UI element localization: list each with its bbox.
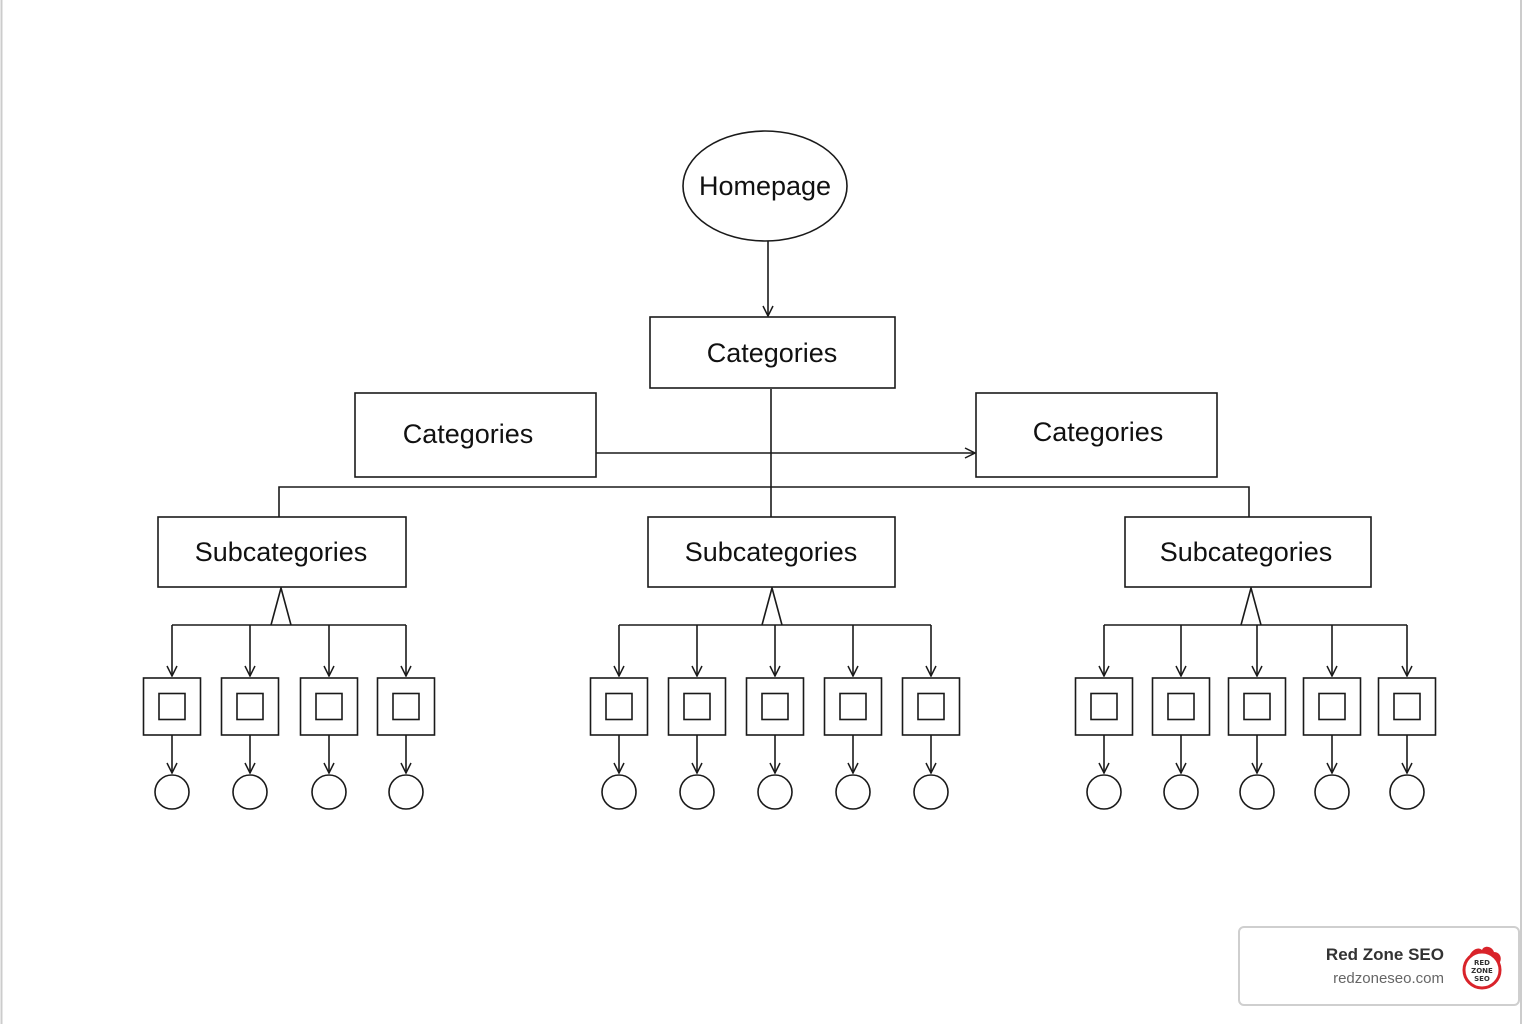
page-inner-box	[605, 692, 633, 721]
page-edges	[172, 584, 1407, 773]
page-box	[376, 677, 436, 736]
page-node	[1302, 677, 1362, 810]
content-node	[757, 774, 793, 810]
page-box	[1151, 677, 1211, 736]
subcategory-fork-1	[270, 584, 292, 626]
page-inner-box	[1090, 692, 1118, 721]
page-inner-box	[392, 692, 420, 721]
page-inner-box	[917, 692, 945, 721]
page-inner-box	[158, 692, 186, 721]
nodes: Homepage Categories Categories Categorie…	[142, 130, 1437, 810]
content-node	[1239, 774, 1275, 810]
page-box	[142, 677, 202, 736]
content-node	[154, 774, 190, 810]
category-right-box	[975, 392, 1218, 478]
edges	[172, 240, 1407, 773]
homepage-label: Homepage	[699, 171, 831, 201]
watermark-name: Red Zone SEO	[1325, 945, 1444, 964]
content-node	[1314, 774, 1350, 810]
subcategory-box-2	[647, 516, 896, 588]
page-node	[823, 677, 883, 810]
homepage-ellipse	[682, 130, 848, 242]
subcategory-label-1: Subcategories	[195, 537, 368, 567]
category-main-box	[649, 316, 896, 389]
page-node	[1151, 677, 1211, 810]
page-inner-box	[1243, 692, 1271, 721]
page-box	[299, 677, 359, 736]
subcategory-box-3	[1124, 516, 1372, 588]
page-nodes	[142, 677, 1437, 810]
watermark-badge: Red Zone SEO redzoneseo.com RED ZONE SEO	[1238, 926, 1520, 1006]
homepage-node: Homepage	[682, 130, 848, 242]
page-node	[1074, 677, 1134, 810]
page-node	[745, 677, 805, 810]
content-node	[1163, 774, 1199, 810]
page-inner-box	[761, 692, 789, 721]
page-box	[667, 677, 727, 736]
subcategory-fork-3	[1240, 584, 1262, 626]
subcategory-label-3: Subcategories	[1160, 537, 1333, 567]
subcategory-node-1: Subcategories	[157, 516, 407, 588]
subcategory-node-2: Subcategories	[647, 516, 896, 588]
subcategory-node-3: Subcategories	[1124, 516, 1372, 588]
content-node	[913, 774, 949, 810]
page-node	[142, 677, 202, 810]
page-inner-box	[1167, 692, 1195, 721]
content-node	[679, 774, 715, 810]
page-node	[220, 677, 280, 810]
subcategory-label-2: Subcategories	[685, 537, 858, 567]
red-zone-logo-icon: RED ZONE SEO	[1462, 946, 1502, 990]
subcategory-fork-2	[761, 584, 783, 626]
page-node	[589, 677, 649, 810]
page-node	[299, 677, 359, 810]
page-node	[1377, 677, 1437, 810]
content-node	[1389, 774, 1425, 810]
category-right-node: Categories	[975, 392, 1218, 478]
category-left-node: Categories	[354, 392, 597, 478]
page-node	[901, 677, 961, 810]
logo-text-1: RED	[1474, 959, 1490, 967]
subcategory-box-1	[157, 516, 407, 588]
page-inner-box	[1318, 692, 1346, 721]
category-left-label: Categories	[403, 419, 534, 449]
content-node	[232, 774, 268, 810]
category-left-box	[354, 392, 597, 478]
page-inner-box	[683, 692, 711, 721]
page-inner-box	[1393, 692, 1421, 721]
edge-subcategory-bus	[278, 486, 1250, 517]
page-node	[1227, 677, 1287, 810]
watermark-url: redzoneseo.com	[1333, 970, 1444, 987]
category-main-node: Categories	[649, 316, 896, 389]
logo-text-3: SEO	[1474, 975, 1490, 983]
content-node	[311, 774, 347, 810]
page-inner-box	[315, 692, 343, 721]
content-node	[601, 774, 637, 810]
category-main-label: Categories	[707, 338, 838, 368]
page-inner-box	[839, 692, 867, 721]
page-inner-box	[236, 692, 264, 721]
logo-text-2: ZONE	[1471, 967, 1493, 975]
content-node	[1086, 774, 1122, 810]
content-node	[388, 774, 424, 810]
content-node	[835, 774, 871, 810]
page-node	[376, 677, 436, 810]
page-node	[667, 677, 727, 810]
category-right-label: Categories	[1033, 417, 1164, 447]
